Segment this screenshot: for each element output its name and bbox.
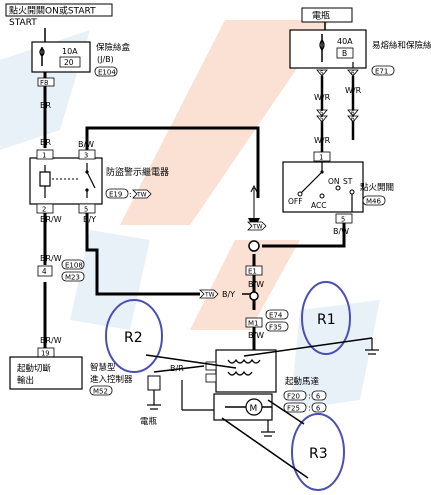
wire-b-y-relay: B/Y (83, 215, 96, 224)
junction-e1: E1 B/W TW B/Y E74 M1 F35 B/W (199, 265, 289, 350)
ikey-line2: 進入控制器 (90, 374, 133, 385)
up-arrow-head (248, 218, 260, 222)
switch-pos-acc: ACC (311, 201, 326, 210)
callout-r1-label: R1 (317, 312, 336, 328)
relay-connector: E19 (109, 191, 122, 199)
fuse-block: 10A 20 保險絲盒 (J/B) E104 F8 (31, 41, 131, 87)
battery-source-label: 電瓶 (301, 7, 353, 30)
fuse-amp: 10A (62, 47, 78, 56)
junction-4: BR/W 4 E108 M23 (37, 254, 85, 282)
wire-br: BR (40, 101, 51, 110)
junction-m1-pin: M1 (248, 320, 259, 328)
starter-battery-label: 電瓶 (140, 416, 158, 427)
wire-br-w-2: BR/W (40, 254, 62, 263)
tw-tag-2-text: TW (204, 292, 215, 299)
junction-5-6: 5 6 5 6 (316, 109, 359, 123)
switch-to-splice (252, 223, 346, 266)
relay-pin-2: 2 (42, 206, 46, 214)
junction-pin-6b: 6 (351, 116, 355, 123)
junction-e74: E74 (269, 312, 283, 320)
junction-4-pin: 4 (42, 267, 47, 276)
right-wires (320, 76, 355, 152)
switch-connector: M46 (366, 198, 381, 206)
starter-conn-f25-pin: 6 (316, 405, 320, 413)
switch-pos-off: OFF (288, 197, 303, 206)
relay-name: 防盜警示繼電器 (106, 166, 169, 178)
wire-b-y-mid: B/Y (222, 290, 235, 299)
splice-point (248, 240, 260, 252)
starter-conn-f20-pin: 6 (316, 393, 320, 401)
ikey-line1: 智慧型 (90, 362, 116, 373)
wire-br-w-3: BR/W (40, 336, 62, 345)
junction-f35: F35 (269, 324, 282, 332)
relay-pin-3: 3 (84, 152, 88, 160)
fusible-amp: 40A (337, 37, 353, 46)
tw-tag-1-text: TW (252, 224, 263, 231)
junction-4-conn1: E108 (65, 262, 83, 270)
svg-text:START: START (9, 18, 37, 28)
wire-b-w-switch: B/W (333, 227, 349, 236)
wire-b-w-e1: B/W (248, 280, 264, 289)
callout-r2-label: R2 (124, 330, 143, 346)
starter-cut-line1: 起動切斷 (17, 363, 52, 374)
tw-tag-2 (199, 289, 219, 299)
wire-br-w-1: BR/W (40, 215, 62, 224)
junction-4-conn2: M23 (65, 274, 80, 282)
svg-text::: : (129, 190, 132, 199)
relay-pin-1: 1 (42, 152, 46, 160)
starter-cut-output: 19 起動切斷 輸出 智慧型 進入控制器 M52 (9, 347, 133, 396)
starter-cut-line2: 輸出 (17, 375, 34, 386)
starter-name: 起動馬達 (285, 376, 320, 387)
fusible-pin-5: 5 (320, 70, 324, 77)
wire-w-r-2: W/R (345, 86, 362, 95)
battery-source-text: 電瓶 (312, 10, 330, 22)
fuse-connector: E104 (98, 69, 116, 77)
ignition-source-label: 點火開關ON或START START (5, 3, 113, 42)
callout-r2: R2 (105, 299, 237, 373)
relay-tw: TW (136, 192, 147, 199)
fusible-conn: E71 (375, 68, 388, 76)
switch-pos-st: ST (343, 177, 353, 186)
fusible-name: 易熔絲和保險絲盒 (372, 40, 431, 51)
relay-top-wire (85, 126, 260, 296)
fusible-pin-6: 6 (351, 70, 355, 77)
starter-conn-f20: F20 (287, 393, 300, 401)
fuse-pin: F8 (40, 79, 48, 87)
switch-pos-on: ON (328, 177, 340, 186)
svg-text::: : (308, 404, 311, 413)
switch-name: 點火開關 (360, 182, 394, 193)
ignition-source-text: 點火開關ON或START (9, 5, 96, 17)
fusible-link-block: 40A B 易熔絲和保險絲盒 E71 5 6 (289, 29, 431, 77)
switch-pin-top: 1 (319, 154, 323, 162)
starter-conn-f25: F25 (287, 405, 300, 413)
starter-motor-symbol: M (250, 404, 258, 414)
wire-w-r-3: W/R (314, 136, 331, 145)
fuse-number: 20 (64, 58, 74, 67)
tw-tag-1 (247, 221, 267, 231)
anti-theft-relay: 1 3 2 5 防盜警示繼電器 E19 : TW (29, 149, 169, 214)
wire-b-w-m1: B/W (248, 331, 264, 340)
callout-r3: R3 (221, 399, 345, 491)
starter-cut-pin: 19 (41, 350, 49, 358)
wire-w-r-1: W/R (314, 93, 331, 102)
starter-motor: B/R 電瓶 M 起動馬達 F20 : 6 F25 : 6 (140, 349, 327, 437)
junction-pin-5b: 5 (320, 116, 324, 123)
fusible-num: B (342, 49, 347, 58)
junction-pin-6a: 6 (351, 110, 355, 117)
junction-e1-pin: E1 (248, 268, 257, 276)
relay-pin-5: 5 (84, 206, 88, 214)
ignition-switch: 1 OFF ACC ON ST 點火開關 M46 5 (282, 151, 394, 224)
junction-pin-5a: 5 (320, 110, 324, 117)
fuse-block-name: 保險絲盒 (96, 42, 131, 53)
callout-r3-label: R3 (309, 446, 328, 462)
switch-pin-bottom: 5 (341, 216, 345, 224)
wire-br-top: BR (40, 138, 51, 147)
svg-text::: : (308, 392, 311, 401)
callout-r1: R1 (243, 281, 379, 357)
ikey-connector: M52 (93, 388, 108, 396)
fuse-block-code: (J/B) (97, 55, 114, 64)
